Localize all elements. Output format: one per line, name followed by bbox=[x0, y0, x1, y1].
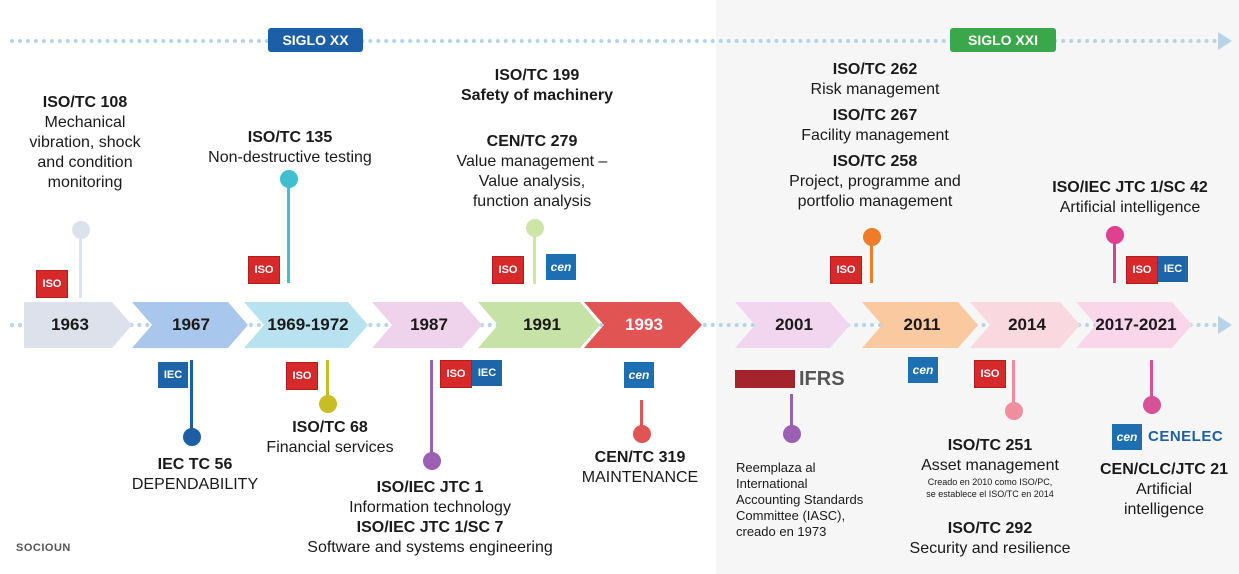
event-iso-tc-199: ISO/TC 199 Safety of machinery bbox=[460, 67, 614, 104]
marker-stem-2017-top bbox=[1113, 241, 1116, 283]
event-ifrs: Reemplaza al International Accounting St… bbox=[736, 460, 864, 539]
event-iso-iec-jtc1: ISO/IEC JTC 1 Information technology ISO… bbox=[307, 479, 553, 556]
marker-dot-1967 bbox=[183, 428, 201, 446]
iso-logo-2011: ISO bbox=[830, 256, 862, 284]
marker-dot-1991 bbox=[526, 219, 544, 237]
year-label-2001: 2001 bbox=[775, 315, 813, 334]
iec-logo-1967: IEC bbox=[158, 362, 188, 388]
event-iso-tc-251: ISO/TC 251 Asset management Creado en 20… bbox=[921, 437, 1059, 499]
event-iso-tc-108: ISO/TC 108 Mechanical vibration, shock a… bbox=[29, 94, 141, 191]
marker-dot-2014 bbox=[1005, 402, 1023, 420]
marker-stem-1987 bbox=[430, 360, 433, 454]
iso-logo-1969: ISO bbox=[248, 256, 280, 284]
marker-dot-2017-below bbox=[1143, 396, 1161, 414]
marker-stem-2014 bbox=[1012, 360, 1015, 404]
year-label-1993: 1993 bbox=[625, 315, 663, 334]
marker-stem-2011 bbox=[870, 243, 873, 283]
cen-logo-2017: cen bbox=[1112, 424, 1142, 450]
event-iso-iec-jtc1-sc42: ISO/IEC JTC 1/SC 42 Artificial intellige… bbox=[1052, 179, 1208, 216]
event-iso-tc-267: ISO/TC 267 Facility management bbox=[801, 107, 949, 144]
siglo-xxi-badge: SIGLO XXI bbox=[950, 28, 1056, 52]
event-iso-tc-258: ISO/TC 258 Project, programme and portfo… bbox=[789, 153, 961, 210]
marker-stem-1991 bbox=[533, 234, 536, 284]
century-21-background bbox=[716, 0, 1239, 574]
marker-dot-1969 bbox=[280, 170, 298, 188]
ifrs-logo-bar bbox=[735, 370, 795, 388]
marker-stem-1963 bbox=[79, 236, 82, 298]
marker-stem-2017-below bbox=[1150, 360, 1153, 400]
event-iso-tc-292: ISO/TC 292 Security and resilience bbox=[909, 520, 1071, 557]
siglo-xx-badge: SIGLO XX bbox=[268, 28, 363, 52]
marker-dot-2011 bbox=[863, 228, 881, 246]
socioun-logo: SOCIOUN bbox=[16, 542, 71, 554]
marker-dot-1993 bbox=[633, 425, 651, 443]
cen-logo-1993: cen bbox=[624, 362, 654, 388]
year-label-2017: 2017-2021 bbox=[1095, 315, 1177, 334]
marker-dot-2017-top bbox=[1106, 226, 1124, 244]
marker-stem-1993 bbox=[640, 400, 643, 430]
marker-dot-2001 bbox=[783, 425, 801, 443]
year-label-1963: 1963 bbox=[51, 315, 89, 334]
event-cen-clc-jtc-21: CEN/CLC/JTC 21 Artificial intelligence bbox=[1099, 461, 1229, 518]
marker-stem-2001 bbox=[790, 394, 793, 432]
marker-dot-1987 bbox=[423, 452, 441, 470]
marker-stem-1969 bbox=[287, 185, 290, 283]
ifrs-logo: IFRS bbox=[735, 368, 883, 390]
main-timeline-arrow bbox=[1218, 316, 1232, 334]
iso-logo-2017: ISO bbox=[1126, 256, 1158, 284]
year-label-1991: 1991 bbox=[523, 315, 561, 334]
event-cen-tc-319: CEN/TC 319 MAINTENANCE bbox=[581, 449, 699, 486]
marker-dot-1969-below bbox=[319, 395, 337, 413]
iec-logo-1987: IEC bbox=[472, 360, 502, 386]
year-label-2011: 2011 bbox=[903, 315, 941, 334]
marker-stem-1967 bbox=[190, 360, 193, 430]
iso-logo-1987: ISO bbox=[440, 360, 472, 388]
event-cen-tc-279: CEN/TC 279 Value management – Value anal… bbox=[456, 133, 608, 210]
year-label-2014: 2014 bbox=[1008, 315, 1046, 334]
iso-logo-1963: ISO bbox=[36, 270, 68, 298]
iso-logo-2014: ISO bbox=[974, 360, 1006, 388]
iec-logo-2017: IEC bbox=[1158, 256, 1188, 282]
year-label-1967: 1967 bbox=[172, 315, 210, 334]
event-iec-tc-56: IEC TC 56 DEPENDABILITY bbox=[131, 456, 259, 493]
year-label-1969: 1969-1972 bbox=[267, 315, 349, 334]
marker-stem-1969-below bbox=[326, 360, 329, 396]
cenelec-logo: CENELEC bbox=[1148, 428, 1224, 445]
event-iso-tc-68: ISO/TC 68 Financial services bbox=[266, 419, 394, 456]
ifrs-logo-text: IFRS bbox=[799, 368, 845, 390]
top-timeline-line bbox=[10, 39, 1218, 43]
marker-dot-1963 bbox=[72, 221, 90, 239]
top-timeline-arrow bbox=[1218, 32, 1232, 50]
event-iso-tc-262: ISO/TC 262 Risk management bbox=[810, 61, 940, 98]
cen-logo-2011: cen bbox=[908, 357, 938, 383]
cen-logo-1991: cen bbox=[546, 254, 576, 280]
year-label-1987: 1987 bbox=[410, 315, 448, 334]
iso-logo-1969-below: ISO bbox=[286, 362, 318, 390]
iso-logo-1991: ISO bbox=[492, 256, 524, 284]
event-iso-tc-135: ISO/TC 135 Non-destructive testing bbox=[208, 129, 372, 166]
